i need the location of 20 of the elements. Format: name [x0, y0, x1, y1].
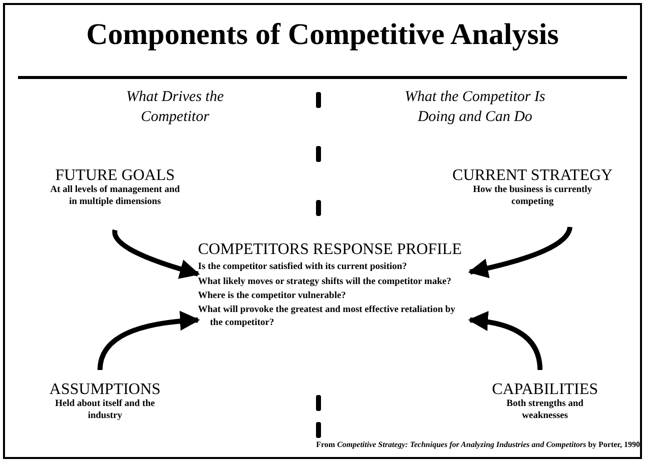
- question-text: What will provoke the greatest and most effective retaliation by the competitor?: [198, 304, 456, 329]
- question-text: Is the competitor satisfied with its current position?: [198, 261, 408, 274]
- node-heading: CAPABILITIES: [490, 380, 600, 399]
- curved-arrow: [468, 226, 572, 278]
- node-heading: ASSUMPTIONS: [48, 380, 162, 399]
- column-heading: What Drives the Competitor: [125, 88, 225, 126]
- node-description: At all levels of management and in multiple dimensions: [50, 185, 180, 209]
- node-description: Held about itself and the industry: [54, 399, 156, 423]
- node-description: How the business is currently competing: [472, 185, 594, 209]
- source-note: From Competitive Strategy: Techniques for Analyzing Industries and Competitors by Porter, 1990: [315, 440, 640, 449]
- node-heading: CURRENT STRATEGY: [451, 166, 614, 185]
- question-text: What likely moves or strategy shifts will the competitor make?: [198, 276, 452, 288]
- node-description: Both strengths and weaknesses: [506, 399, 584, 423]
- title: Components of Competitive Analysis: [85, 18, 560, 52]
- curved-arrow: [468, 312, 542, 370]
- question-text: Where is the competitor vulnerable?: [198, 290, 347, 302]
- node-heading: COMPETITORS RESPONSE PROFILE: [198, 240, 463, 260]
- node-heading: FUTURE GOALS: [54, 166, 176, 185]
- column-heading: What the Competitor Is Doing and Can Do: [404, 88, 546, 126]
- curved-arrow: [98, 311, 200, 370]
